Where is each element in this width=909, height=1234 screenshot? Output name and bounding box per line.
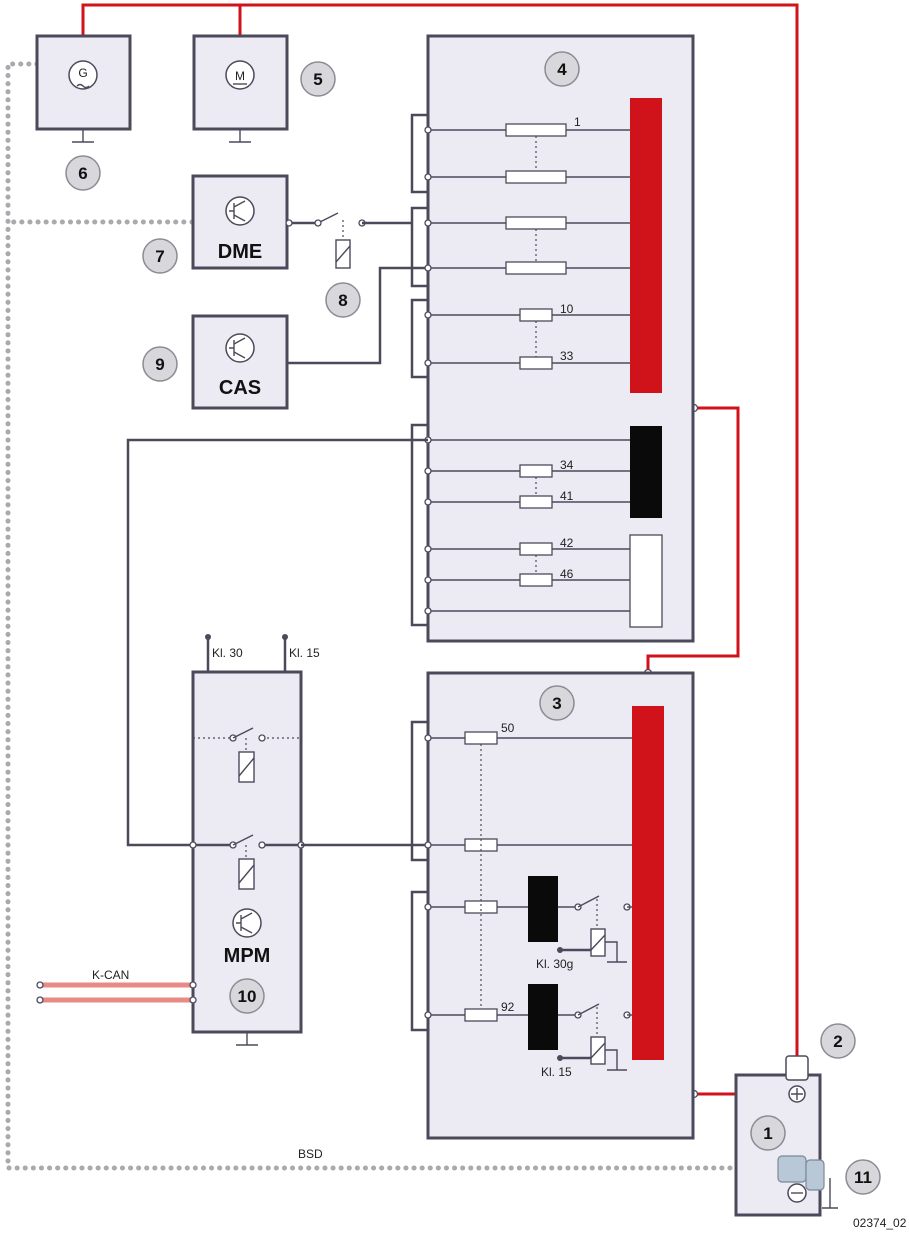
cas-wire xyxy=(287,266,428,365)
bsd-bus xyxy=(5,61,781,1171)
fuse xyxy=(519,542,553,556)
dme-label: DME xyxy=(218,241,262,263)
busbar-black-4 xyxy=(630,426,662,518)
mpm-control-unit: Kl. 30 Kl. 15 MPM xyxy=(189,634,320,1046)
svg-text:3: 3 xyxy=(552,694,561,713)
transistor-icon xyxy=(225,333,255,363)
fuse-label-1: 1 xyxy=(574,115,581,129)
relay-8 xyxy=(285,212,412,269)
cas-control-unit: CAS xyxy=(191,314,289,410)
battery-sensor xyxy=(777,1155,838,1209)
fuse-label-33: 33 xyxy=(560,349,574,363)
kl30-label: Kl. 30 xyxy=(212,646,243,660)
black-fuse-block xyxy=(528,984,558,1050)
svg-text:6: 6 xyxy=(78,164,87,183)
positive-terminal xyxy=(785,1055,809,1081)
fuse-label-41: 41 xyxy=(560,489,574,503)
badge-3: 3 xyxy=(539,685,575,721)
cas-label: CAS xyxy=(219,377,261,399)
dme-control-unit: DME xyxy=(191,174,289,270)
svg-text:7: 7 xyxy=(155,247,164,266)
fuse xyxy=(464,900,498,914)
bsd-label: BSD xyxy=(298,1147,323,1161)
badge-11: 11 xyxy=(845,1159,881,1195)
motor-icon xyxy=(225,60,255,90)
fuse xyxy=(505,123,567,137)
fuse xyxy=(464,731,498,745)
busbar-red-4 xyxy=(630,98,662,393)
fuse xyxy=(519,308,553,322)
fuse-label-10: 10 xyxy=(560,302,574,316)
distribution-box-3: 50 92 Kl. 30g Kl. 15 xyxy=(410,671,695,1140)
kl15-top-label: Kl. 15 xyxy=(289,646,320,660)
fuse-label-42: 42 xyxy=(560,536,574,550)
transistor-icon xyxy=(225,196,255,226)
busbar-white-4 xyxy=(629,534,663,628)
badge-8: 8 xyxy=(325,282,361,318)
fuse xyxy=(464,1008,498,1022)
badge-10: 10 xyxy=(229,978,265,1014)
generator-symbol: G xyxy=(78,66,87,80)
kl30g-label: Kl. 30g xyxy=(536,957,573,971)
fuse-label-50: 50 xyxy=(501,721,515,735)
k-can-bus: K-CAN xyxy=(36,968,197,1004)
kcan-label: K-CAN xyxy=(92,968,129,982)
distribution-box-4: 1 10 33 34 41 42 46 xyxy=(410,34,695,643)
svg-text:11: 11 xyxy=(854,1168,872,1187)
motor-symbol: M xyxy=(235,69,245,83)
fuse xyxy=(519,573,553,587)
badge-6: 6 xyxy=(65,155,101,191)
black-fuse-block xyxy=(528,876,558,942)
starter-motor: M xyxy=(192,34,289,143)
fuse xyxy=(519,495,553,509)
kl15-bottom-label: Kl. 15 xyxy=(541,1065,572,1079)
svg-text:5: 5 xyxy=(313,70,322,89)
fuse xyxy=(519,356,553,370)
fuse xyxy=(505,261,567,275)
fuse-label-92: 92 xyxy=(501,1000,515,1014)
svg-text:8: 8 xyxy=(338,291,347,310)
generator: G xyxy=(35,34,132,143)
generator-icon xyxy=(68,60,98,90)
badge-5: 5 xyxy=(300,61,336,97)
fuse xyxy=(505,216,567,230)
image-code: 02374_02 xyxy=(853,1216,907,1230)
svg-text:1: 1 xyxy=(763,1124,772,1143)
svg-text:4: 4 xyxy=(557,60,567,79)
svg-text:2: 2 xyxy=(833,1032,842,1051)
connector-pins-4 xyxy=(424,126,432,615)
fuse-label-34: 34 xyxy=(560,458,574,472)
fuse xyxy=(505,170,567,184)
badge-9: 9 xyxy=(142,346,178,382)
badge-4: 4 xyxy=(544,51,580,87)
svg-text:10: 10 xyxy=(238,987,257,1006)
badge-7: 7 xyxy=(142,238,178,274)
mpm-label: MPM xyxy=(224,945,271,967)
mpm-feed-wire xyxy=(126,438,428,847)
badge-1: 1 xyxy=(750,1115,786,1151)
transistor-icon xyxy=(232,908,262,938)
svg-text:9: 9 xyxy=(155,355,164,374)
busbar-red-3 xyxy=(632,706,664,1060)
fuse xyxy=(519,464,553,478)
badge-2: 2 xyxy=(820,1023,856,1059)
fuse-label-46: 46 xyxy=(560,567,574,581)
